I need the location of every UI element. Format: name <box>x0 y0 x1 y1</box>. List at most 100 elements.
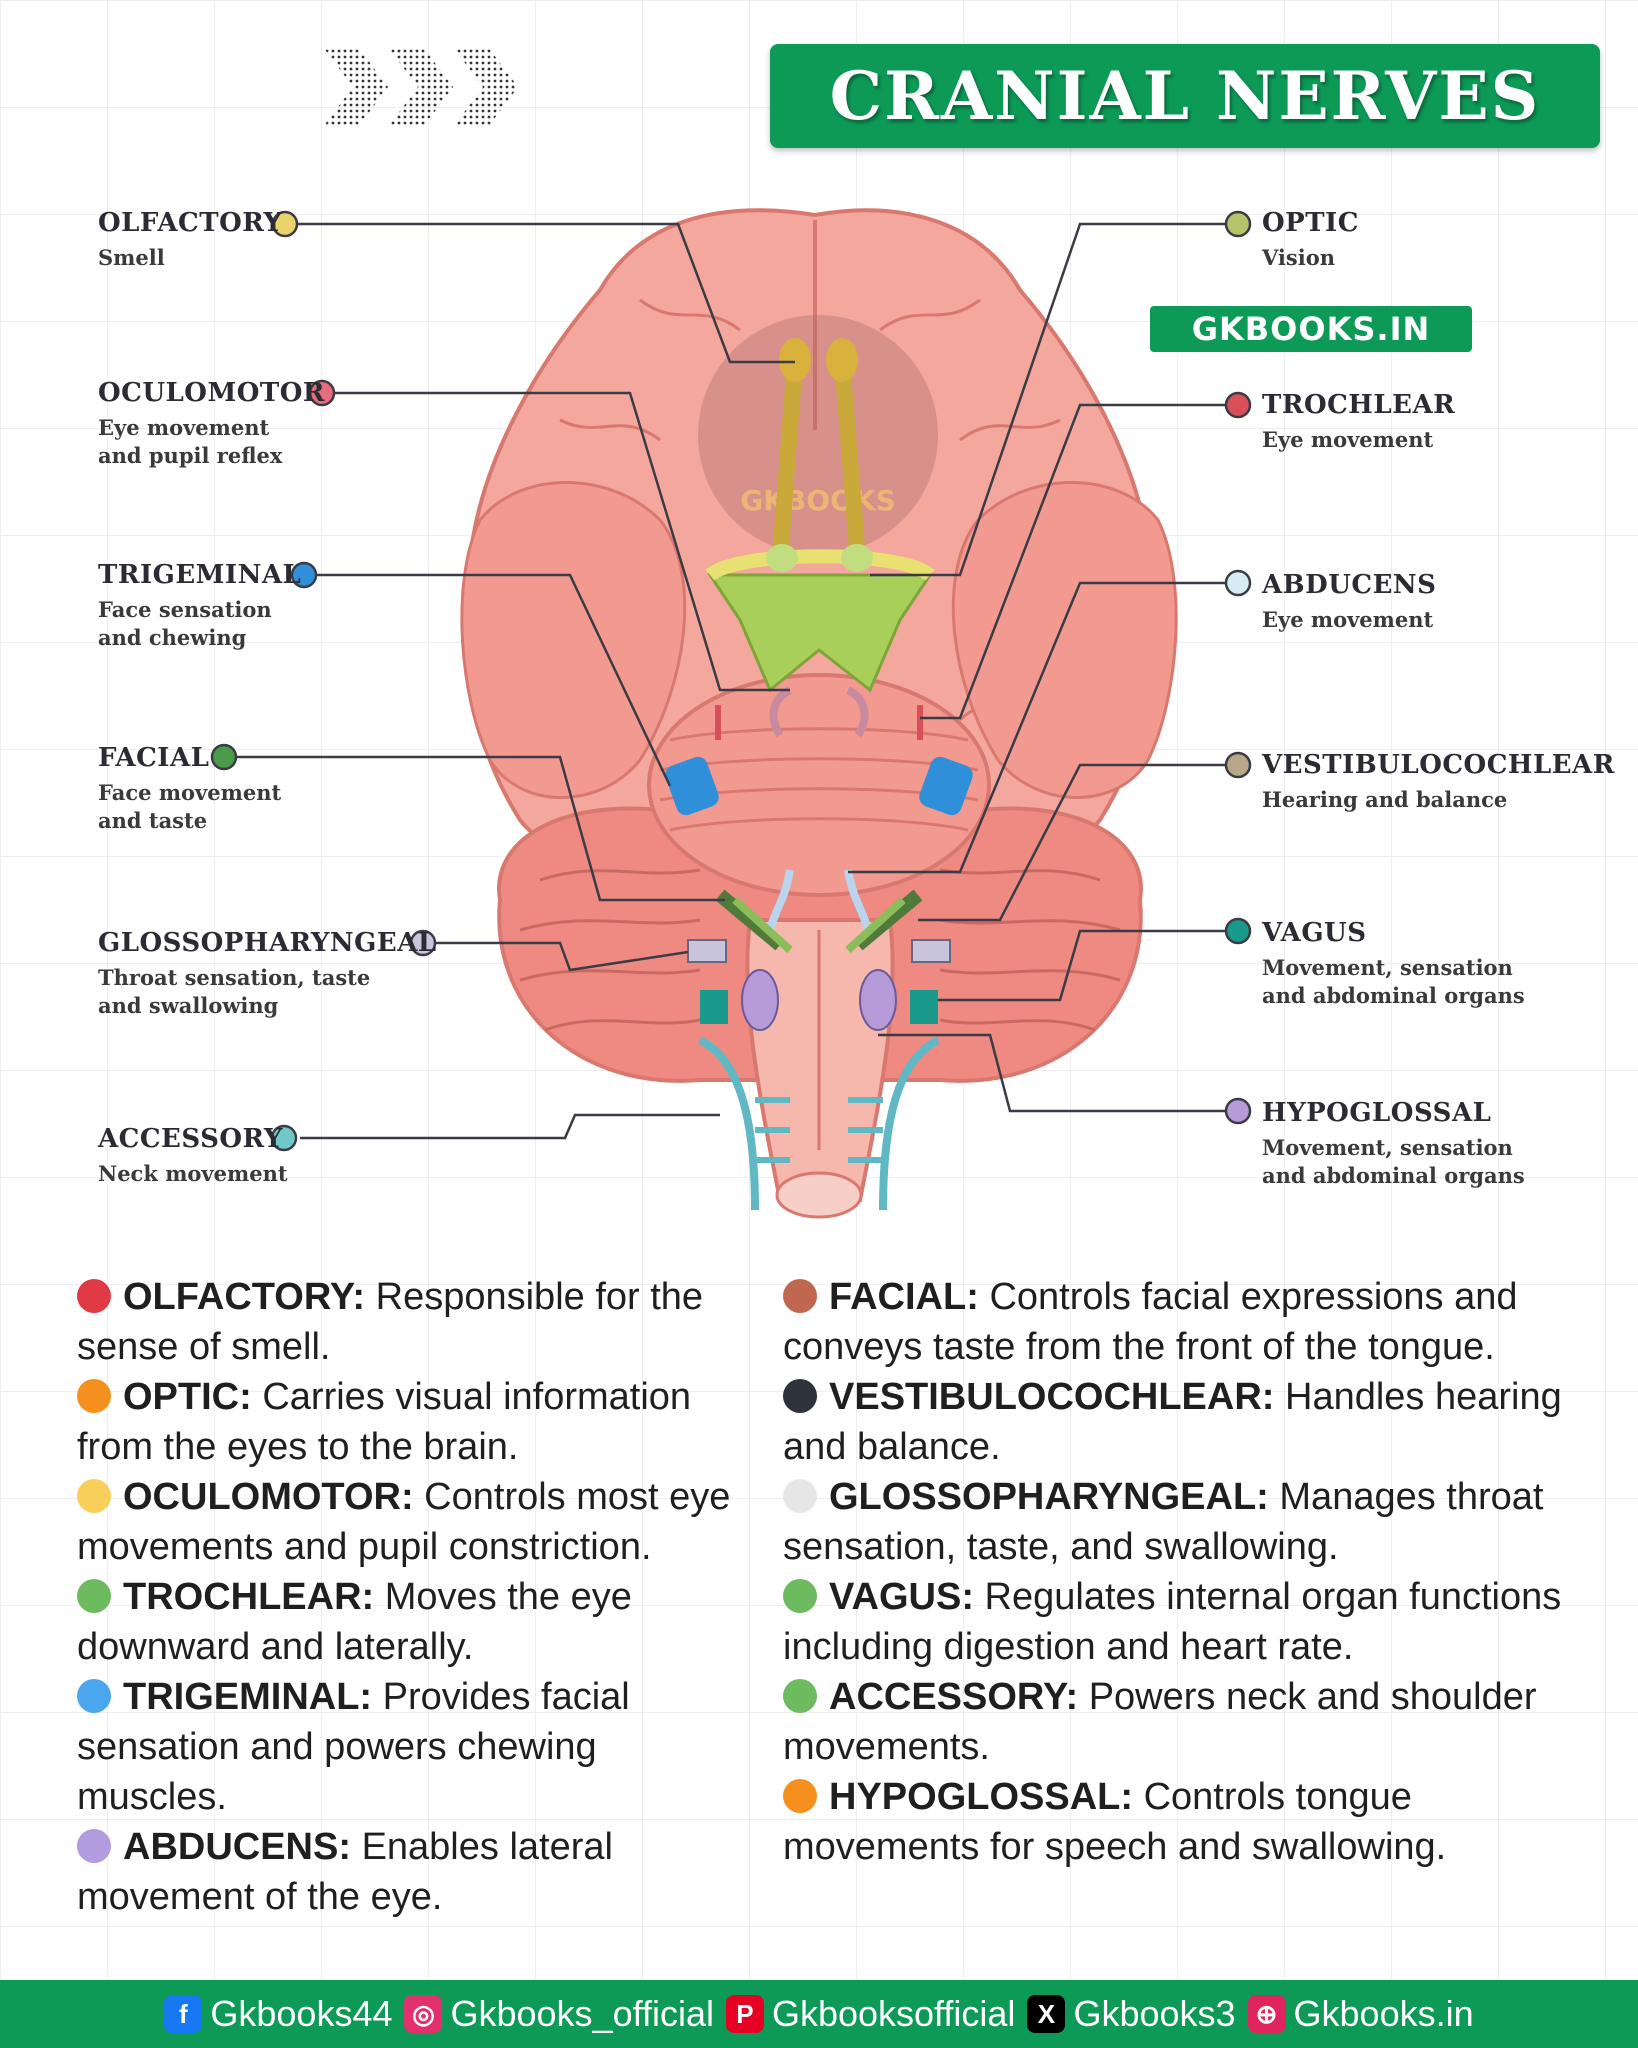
label-hypoglossal: HYPOGLOSSAL Movement, sensation and abdo… <box>1262 1098 1532 1190</box>
desc-name: GLOSSOPHARYNGEAL: <box>829 1476 1269 1518</box>
desc-olfactory: OLFACTORY: Responsible for the sense of … <box>77 1272 757 1372</box>
label-name: OPTIC <box>1262 208 1359 238</box>
label-name: VAGUS <box>1262 918 1367 948</box>
label-function: Face movement and taste <box>98 780 282 833</box>
desc-name: OCULOMOTOR: <box>123 1476 414 1518</box>
desc-glossopharyngeal: GLOSSOPHARYNGEAL: Manages throat sensati… <box>783 1472 1583 1572</box>
brain-diagram: GKBOOKS <box>210 208 1252 1219</box>
social-handle: Gkbooks3 <box>1073 1993 1236 2034</box>
desc-text: Moves the eye downward and laterally. <box>77 1576 632 1668</box>
label-trochlear: TROCHLEAR Eye movement <box>1262 390 1455 454</box>
label-accessory: ACCESSORY Neck movement <box>98 1124 318 1188</box>
label-name: ACCESSORY <box>98 1124 283 1154</box>
desc-trigeminal: TRIGEMINAL: Provides facial sensation an… <box>77 1672 757 1822</box>
color-dot <box>783 1479 817 1513</box>
label-function: Vision <box>1262 245 1335 270</box>
description-list-right: FACIAL: Controls facial expressions and … <box>783 1272 1583 1872</box>
color-dot <box>783 1279 817 1313</box>
desc-name: TRIGEMINAL: <box>123 1676 373 1718</box>
desc-accessory: ACCESSORY: Powers neck and shoulder move… <box>783 1672 1583 1772</box>
desc-text: Controls most eye movements and pupil co… <box>77 1476 731 1568</box>
label-function: Eye movement <box>1262 607 1434 632</box>
label-oculomotor: OCULOMOTOR Eye movement and pupil reflex <box>98 378 325 470</box>
color-dot <box>77 1679 111 1713</box>
color-dot <box>77 1579 111 1613</box>
desc-trochlear: TROCHLEAR: Moves the eye downward and la… <box>77 1572 757 1672</box>
desc-name: ABDUCENS: <box>123 1826 351 1868</box>
pinterest-icon: P <box>725 1995 764 2033</box>
desc-name: OLFACTORY: <box>123 1276 366 1318</box>
desc-text: Controls facial expressions and conveys … <box>783 1276 1518 1368</box>
desc-vagus: VAGUS: Regulates internal organ function… <box>783 1572 1583 1672</box>
label-function: Neck movement <box>98 1161 288 1186</box>
label-function: Movement, sensation and abdominal organs <box>1262 955 1525 1008</box>
label-name: FACIAL <box>98 743 210 773</box>
desc-text: Powers neck and shoulder movements. <box>783 1676 1537 1768</box>
label-function: Eye movement and pupil reflex <box>98 415 283 468</box>
label-name: VESTIBULOCOCHLEAR <box>1262 750 1615 780</box>
color-dot <box>77 1829 111 1863</box>
desc-abducens: ABDUCENS: Enables lateral movement of th… <box>77 1822 757 1922</box>
desc-name: TROCHLEAR: <box>123 1576 375 1618</box>
desc-text: Controls tongue movements for speech and… <box>783 1776 1447 1868</box>
title-banner: CRANIAL NERVES <box>770 44 1600 148</box>
label-name: TROCHLEAR <box>1262 390 1456 420</box>
desc-oculomotor: OCULOMOTOR: Controls most eye movements … <box>77 1472 757 1572</box>
color-dot <box>783 1679 817 1713</box>
label-facial: FACIAL Face movement and taste <box>98 743 288 835</box>
watermark-text: GKBOOKS <box>740 484 896 517</box>
desc-text: Provides facial sensation and powers che… <box>77 1676 630 1818</box>
color-dot <box>783 1779 817 1813</box>
label-name: OLFACTORY <box>98 208 283 238</box>
color-dot <box>783 1379 817 1413</box>
label-vagus: VAGUS Movement, sensation and abdominal … <box>1262 918 1532 1010</box>
desc-text: Carries visual information from the eyes… <box>77 1376 692 1468</box>
optic-chiasm <box>707 573 933 693</box>
desc-name: OPTIC: <box>123 1376 252 1418</box>
desc-vestibulocochlear: VESTIBULOCOCHLEAR: Handles hearing and b… <box>783 1372 1583 1472</box>
desc-name: FACIAL: <box>829 1276 979 1318</box>
desc-text: Handles hearing and balance. <box>783 1376 1562 1468</box>
color-dot <box>77 1479 111 1513</box>
label-optic: OPTIC Vision <box>1262 208 1359 272</box>
facebook-icon: f <box>164 1995 203 2033</box>
desc-name: VESTIBULOCOCHLEAR: <box>829 1376 1275 1418</box>
desc-text: Regulates internal organ functions inclu… <box>783 1576 1562 1668</box>
label-name: HYPOGLOSSAL <box>1262 1098 1492 1128</box>
color-dot <box>77 1279 111 1313</box>
desc-facial: FACIAL: Controls facial expressions and … <box>783 1272 1583 1372</box>
desc-name: VAGUS: <box>829 1576 974 1618</box>
label-function: Smell <box>98 245 165 270</box>
label-name: ABDUCENS <box>1262 570 1437 600</box>
label-function: Throat sensation, taste and swallowing <box>98 965 371 1018</box>
globe-icon: ⊕ <box>1247 1995 1286 2033</box>
desc-text: Enables lateral movement of the eye. <box>77 1826 613 1918</box>
social-link-website[interactable]: ⊕Gkbooks.in <box>1247 1993 1474 2035</box>
label-function: Hearing and balance <box>1262 787 1508 812</box>
description-list-left: OLFACTORY: Responsible for the sense of … <box>77 1272 757 1922</box>
label-olfactory: OLFACTORY Smell <box>98 208 318 272</box>
color-dot <box>783 1579 817 1613</box>
label-vestibulocochlear: VESTIBULOCOCHLEAR Hearing and balance <box>1262 750 1615 814</box>
social-handle: Gkbooks.in <box>1293 1993 1474 2034</box>
desc-text: Manages throat sensation, taste, and swa… <box>783 1476 1544 1568</box>
desc-name: HYPOGLOSSAL: <box>829 1776 1134 1818</box>
label-glossopharyngeal: GLOSSOPHARYNGEAL Throat sensation, taste… <box>98 928 437 1020</box>
desc-name: ACCESSORY: <box>829 1676 1079 1718</box>
label-trigeminal: TRIGEMINAL Face sensation and chewing <box>98 560 301 652</box>
social-handle: Gkbooksofficial <box>771 1993 1016 2034</box>
label-name: GLOSSOPHARYNGEAL <box>98 928 437 958</box>
desc-text: Responsible for the sense of smell. <box>77 1276 704 1368</box>
label-name: OCULOMOTOR <box>98 378 325 408</box>
decorative-chevrons <box>323 47 518 127</box>
label-function: Face sensation and chewing <box>98 597 272 650</box>
page-title: CRANIAL NERVES <box>829 57 1541 135</box>
label-name: TRIGEMINAL <box>98 560 302 590</box>
social-link-instagram[interactable]: ◎Gkbooks_official <box>404 1993 714 2035</box>
desc-optic: OPTIC: Carries visual information from t… <box>77 1372 757 1472</box>
label-function: Eye movement <box>1262 427 1434 452</box>
